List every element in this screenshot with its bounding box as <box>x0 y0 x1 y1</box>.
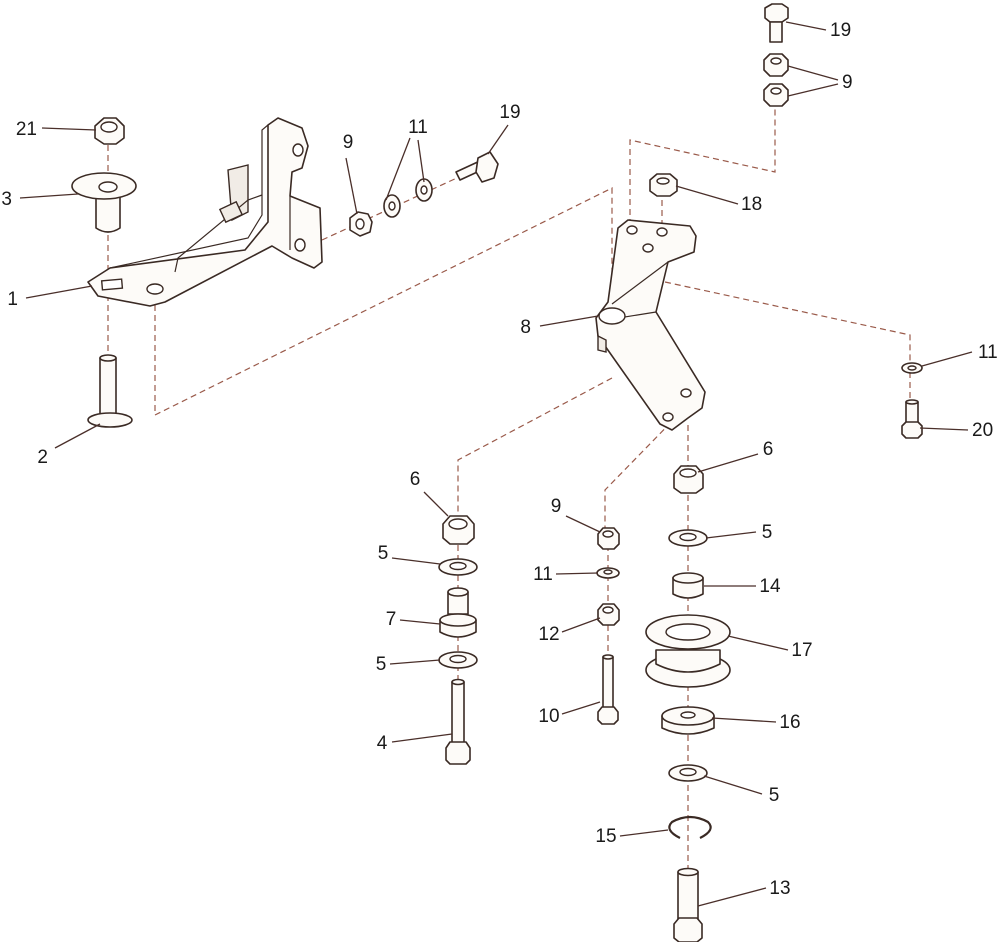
callout-8: 8 <box>520 317 531 338</box>
callout-9: 9 <box>842 72 853 93</box>
callout-5: 5 <box>378 543 389 564</box>
callout-3: 3 <box>1 189 12 210</box>
callout-5: 5 <box>376 654 387 675</box>
callout-20: 20 <box>972 420 993 441</box>
callout-21: 21 <box>16 119 37 140</box>
part-21-nut <box>94 117 125 145</box>
leader-lines <box>19 21 973 907</box>
callout-2: 2 <box>37 447 48 468</box>
callout-1: 1 <box>7 289 18 310</box>
callout-11: 11 <box>408 117 428 138</box>
callout-13: 13 <box>769 878 790 899</box>
callout-6: 6 <box>410 469 421 490</box>
callout-18: 18 <box>741 194 762 215</box>
part-18-flange-nut <box>649 173 678 197</box>
part-8-plate <box>595 219 706 431</box>
callout-14: 14 <box>759 576 781 597</box>
part-11-washer-right <box>901 362 923 374</box>
left-stack <box>438 515 478 765</box>
right-stack <box>645 465 731 942</box>
part-2-carriage-bolt <box>87 354 133 428</box>
callout-10: 10 <box>538 706 559 727</box>
callout-19: 19 <box>499 102 520 123</box>
callout-11: 11 <box>533 564 553 585</box>
callout-15: 15 <box>595 826 616 847</box>
callout-17: 17 <box>791 640 812 661</box>
callout-6: 6 <box>763 439 774 460</box>
middle-stack <box>596 527 620 725</box>
part-9-nut-horizontal <box>349 211 373 237</box>
part-11-washers-horizontal <box>383 178 433 218</box>
part-20-bolt <box>901 399 923 439</box>
callout-9: 9 <box>343 132 354 153</box>
callout-4: 4 <box>377 733 388 754</box>
part-1-bracket <box>87 117 323 307</box>
callout-5: 5 <box>769 785 780 806</box>
part-19-bolt-vertical <box>764 3 789 43</box>
callout-16: 16 <box>779 712 800 733</box>
callout-11: 11 <box>978 342 998 363</box>
callout-7: 7 <box>386 609 397 630</box>
part-9-nuts-vertical <box>763 53 789 107</box>
part-19-bolt-horizontal <box>455 151 499 183</box>
callout-12: 12 <box>538 624 559 645</box>
part-3-flanged-bushing <box>71 172 137 233</box>
callout-5: 5 <box>762 522 773 543</box>
callout-9: 9 <box>551 496 562 517</box>
callout-19: 19 <box>830 20 851 41</box>
callout-labels: 1232191119199188112065754911121065141716… <box>1 20 997 899</box>
assembly-lines <box>107 100 911 920</box>
